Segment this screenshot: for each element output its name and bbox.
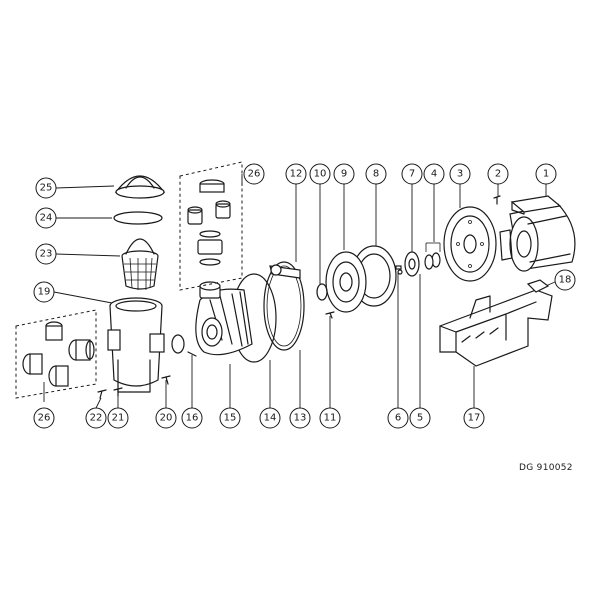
pump-housing-part-15 <box>195 281 253 356</box>
motor-part-1 <box>499 195 576 272</box>
oring-part-24 <box>113 211 163 225</box>
washer-part-6 <box>397 269 403 275</box>
callout-2: 2 <box>487 163 509 185</box>
callout-label: 26 <box>248 169 261 180</box>
callout-label: 21 <box>112 413 125 424</box>
flange-part-3 <box>443 206 497 282</box>
leader-lines <box>43 174 556 409</box>
callout-label: 25 <box>40 183 53 194</box>
callout-label: 17 <box>468 413 481 424</box>
callout-label: 26 <box>38 413 51 424</box>
base-part-17 <box>439 289 553 367</box>
callout-26-lower: 26 <box>33 407 55 429</box>
clamp-knob-part-12 <box>269 264 301 279</box>
callout-label: 9 <box>341 169 347 180</box>
callout-label: 12 <box>290 169 303 180</box>
callout-1: 1 <box>535 163 557 185</box>
callout-label: 22 <box>90 413 103 424</box>
callout-26-upper: 26 <box>243 163 265 185</box>
diffuser-part-9 <box>325 251 367 313</box>
callout-9: 9 <box>333 163 355 185</box>
callout-label: 4 <box>431 169 437 180</box>
callout-label: 18 <box>559 275 572 286</box>
callout-label: 20 <box>160 413 173 424</box>
oring-part-10 <box>316 283 328 301</box>
callout-16: 16 <box>181 407 203 429</box>
callout-10: 10 <box>309 163 331 185</box>
callout-label: 8 <box>373 169 379 180</box>
screw-part-22 <box>97 389 107 399</box>
callout-23: 23 <box>35 243 57 265</box>
foot-part-18 <box>526 279 550 293</box>
union-kit-lower-part-26 <box>15 309 97 399</box>
callout-25: 25 <box>35 177 57 199</box>
callout-7: 7 <box>401 163 423 185</box>
key-part-5 <box>395 265 402 270</box>
callout-label: 14 <box>264 413 277 424</box>
drain-plug-part-16 <box>171 334 197 357</box>
callout-18: 18 <box>554 269 576 291</box>
screw-part-2 <box>493 195 501 205</box>
callout-label: 11 <box>324 413 337 424</box>
screw-part-20 <box>161 375 171 385</box>
callout-label: 13 <box>294 413 307 424</box>
callout-label: 1 <box>543 169 549 180</box>
basket-part-23 <box>121 238 159 290</box>
screw-part-11 <box>325 311 335 319</box>
callout-3: 3 <box>449 163 471 185</box>
callout-label: 16 <box>186 413 199 424</box>
callout-11: 11 <box>319 407 341 429</box>
lid-part-25 <box>114 175 166 199</box>
callout-label: 24 <box>40 213 53 224</box>
callout-label: 6 <box>395 413 401 424</box>
callout-19: 19 <box>33 281 55 303</box>
callout-6: 6 <box>387 407 409 429</box>
strainer-pot-part-19 <box>107 297 165 393</box>
callout-label: 19 <box>38 287 51 298</box>
callout-20: 20 <box>155 407 177 429</box>
callout-22: 22 <box>85 407 107 429</box>
callout-8: 8 <box>365 163 387 185</box>
callout-5: 5 <box>409 407 431 429</box>
callout-21: 21 <box>107 407 129 429</box>
callout-14: 14 <box>259 407 281 429</box>
callout-label: 3 <box>457 169 463 180</box>
callout-13: 13 <box>289 407 311 429</box>
callout-label: 7 <box>409 169 415 180</box>
callout-label: 23 <box>40 249 53 260</box>
callout-15: 15 <box>219 407 241 429</box>
clamp-ring-part-13 <box>263 261 305 351</box>
callout-17: 17 <box>463 407 485 429</box>
screw-part-21 <box>113 387 123 397</box>
drawing-reference-code: DG 910052 <box>519 463 573 473</box>
callout-label: 5 <box>417 413 423 424</box>
callout-label: 10 <box>314 169 327 180</box>
callout-12: 12 <box>285 163 307 185</box>
seal-part-4 <box>424 242 441 270</box>
union-kit-upper-part-26 <box>179 161 243 291</box>
callout-4: 4 <box>423 163 445 185</box>
impeller-part-7 <box>404 251 420 277</box>
callout-label: 15 <box>224 413 237 424</box>
callout-label: 2 <box>495 169 501 180</box>
callout-24: 24 <box>35 207 57 229</box>
